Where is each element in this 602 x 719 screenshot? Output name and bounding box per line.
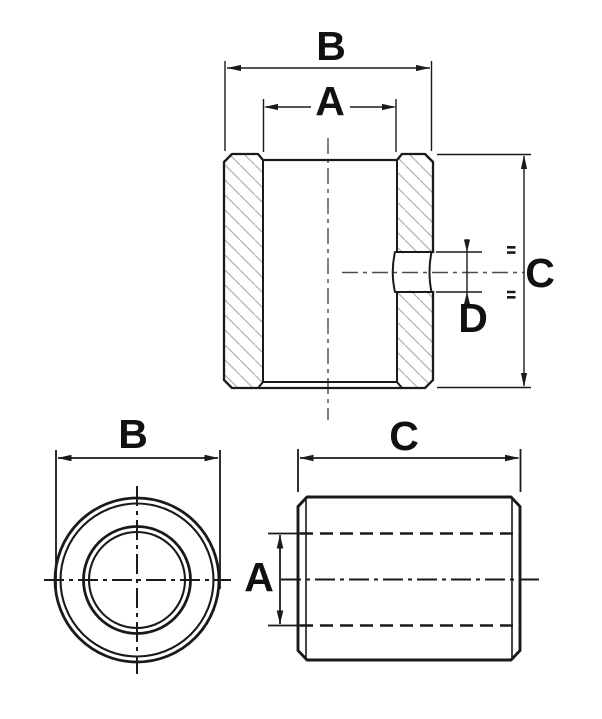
dim-d-arrow-bottom (463, 292, 471, 305)
dim-b-section: B (224, 23, 433, 151)
dim-a-extension-lines (262, 99, 397, 152)
bore-chamfer-circle (87, 530, 187, 630)
bore-circle (82, 525, 192, 635)
dim-b-extension-lines (224, 61, 433, 151)
dim-a-side-label: A (244, 554, 274, 600)
front-view: B (44, 411, 231, 674)
dim-c-arrow-bottom (520, 373, 528, 387)
dim-b-front: B (55, 411, 221, 589)
bore-lines (257, 159, 403, 389)
dim-c-side-extension-lines (297, 449, 522, 492)
outer-circle (53, 496, 221, 664)
dim-b-front-arrow-right (204, 454, 219, 462)
dim-a-side-arrow-bottom (276, 610, 284, 625)
dim-b-arrow-left (227, 64, 241, 72)
side-outline (296, 495, 522, 662)
dim-a-arrow-right (382, 103, 396, 111)
dim-c-section: C (437, 153, 555, 389)
side-view: C A (244, 413, 543, 662)
dim-c-side-arrow-left (299, 454, 314, 462)
dim-a-side-arrow-top (276, 534, 284, 549)
dim-b-arrow-right (416, 64, 430, 72)
dim-c-side: C (297, 413, 522, 492)
section-outline (222, 152, 435, 390)
dim-b-label: B (316, 23, 346, 69)
dim-c-extension-lines (437, 153, 531, 389)
dim-d-extension-lines (436, 251, 482, 293)
dim-a-section: A (262, 78, 397, 152)
dim-c-arrow-top (520, 155, 528, 169)
dim-d-arrow-top (463, 239, 471, 252)
dim-b-front-arrow-left (57, 454, 72, 462)
outer-chamfer-circle (59, 502, 215, 658)
left-wall-hatch (224, 154, 263, 388)
dim-a-side: A (244, 532, 304, 627)
dim-b-front-extension-lines (55, 450, 221, 589)
dim-d-label: D (458, 295, 488, 341)
dim-a-label: A (315, 78, 345, 124)
dim-b-front-label: B (118, 411, 148, 457)
dim-a-arrow-left (264, 103, 278, 111)
dim-d-section: D (436, 239, 488, 341)
dim-c-side-label: C (389, 413, 419, 459)
section-view: B A C D (222, 23, 555, 420)
dim-a-side-extension-lines (268, 532, 304, 627)
cross-hole-outline (391, 251, 435, 293)
equal-spacing-marks (507, 246, 516, 299)
dim-c-side-arrow-right (505, 454, 519, 462)
dim-c-label: C (525, 250, 555, 296)
